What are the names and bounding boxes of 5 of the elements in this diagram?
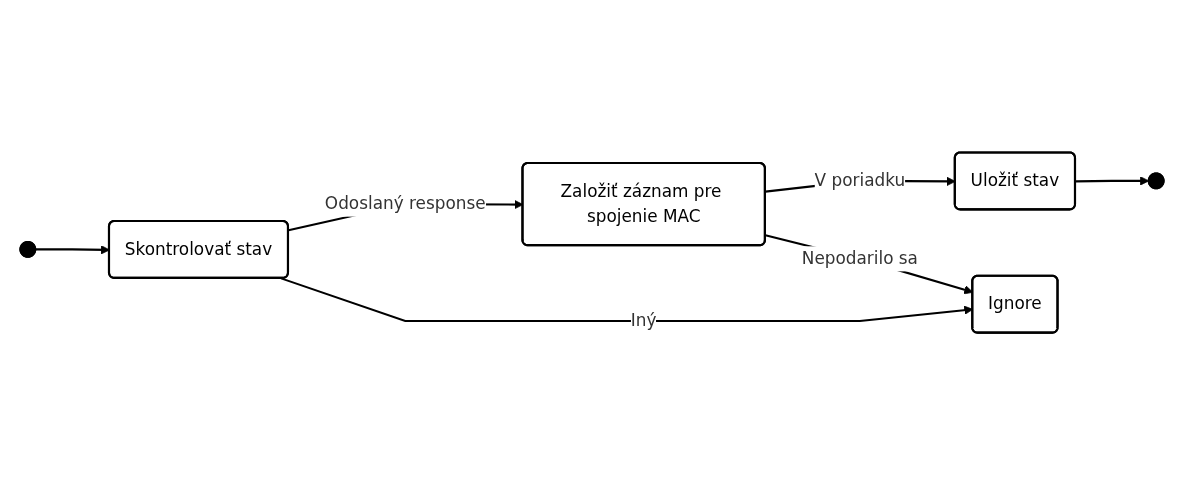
arrow <box>1075 176 1150 186</box>
edge-label: Nepodarilo sa <box>801 248 918 269</box>
edge-label: V poriadku <box>814 170 906 191</box>
edge-label: Odoslaný response <box>324 193 486 214</box>
edge-label: Iný <box>630 310 657 331</box>
